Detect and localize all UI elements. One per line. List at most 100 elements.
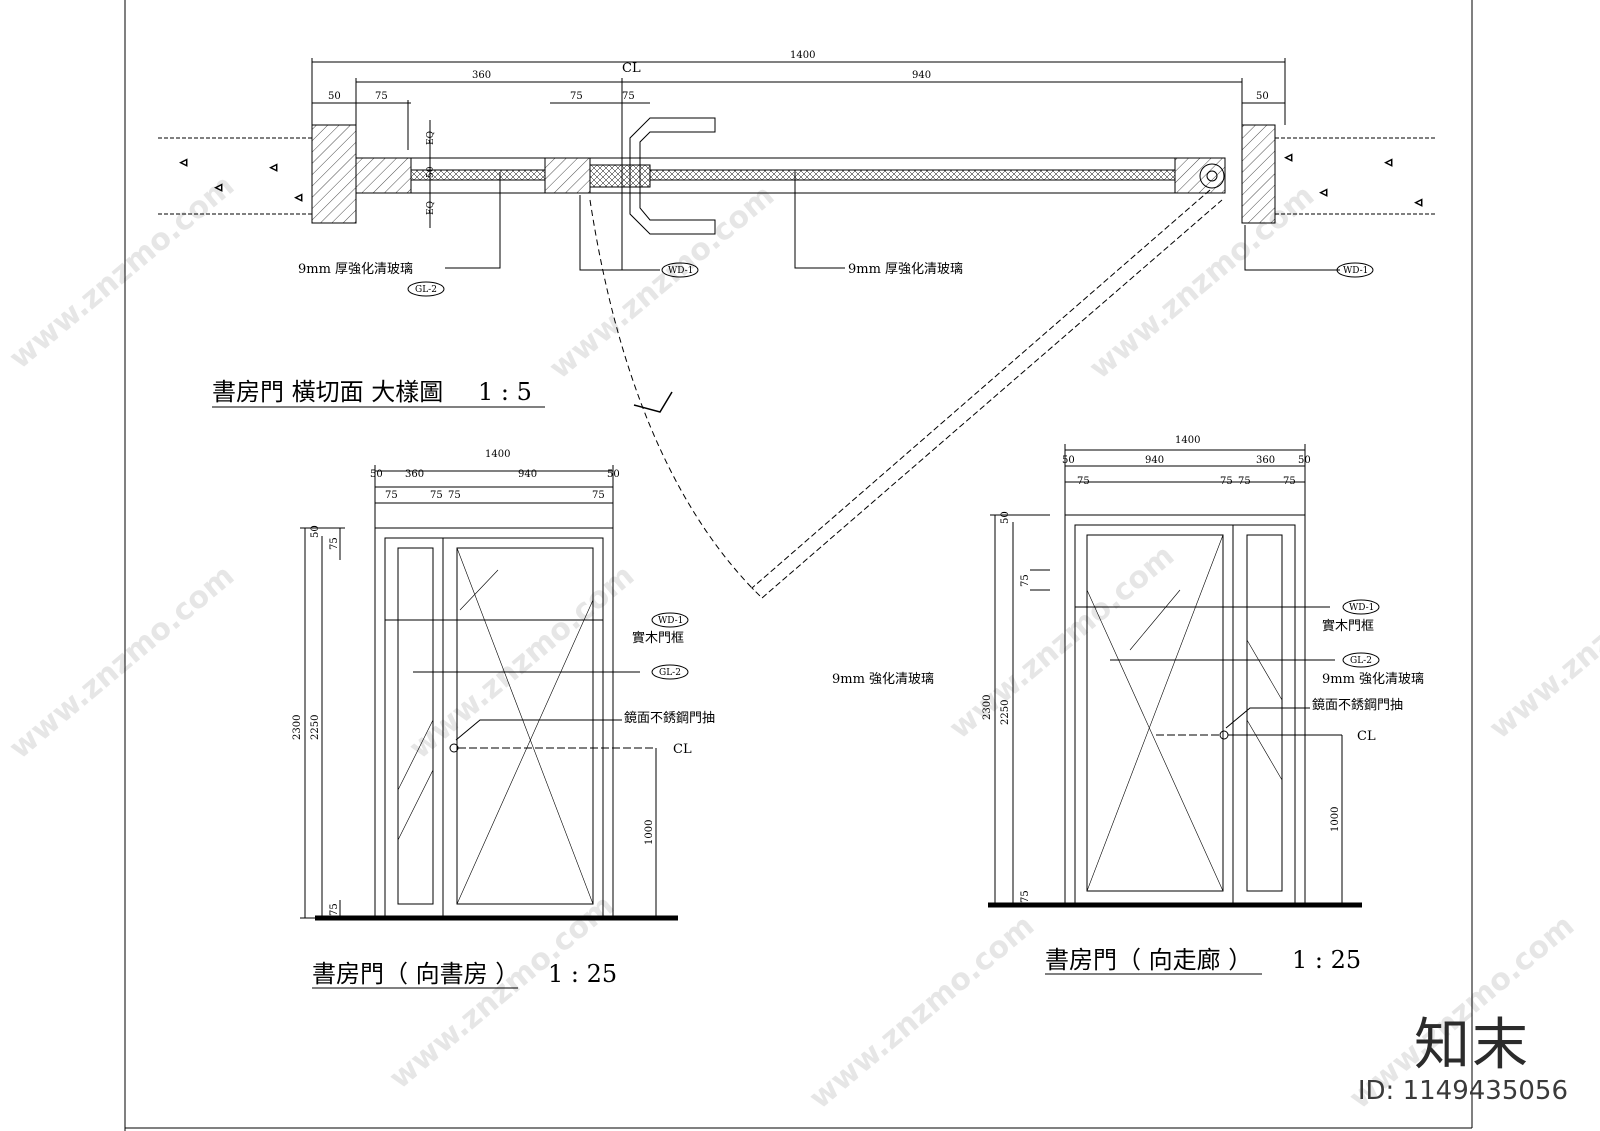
wall-right: ◁ ◁ ◁ ◁ — [1275, 137, 1435, 215]
watermark-text: www.znzmo.com — [1483, 538, 1600, 746]
watermark-text: www.znzmo.com — [403, 558, 641, 766]
side-glass-panel — [397, 547, 434, 905]
dim-360: 360 — [1256, 455, 1275, 466]
svg-text:◁: ◁ — [295, 193, 302, 203]
dim-75: 75 — [329, 537, 340, 550]
elevation-right-scale: 1 : 25 — [1292, 946, 1361, 974]
glass-spec-left: 9mm 厚強化清玻璃 — [298, 262, 413, 277]
dim-height-inner: 2250 — [1000, 700, 1011, 725]
dim-75: 75 — [448, 490, 461, 501]
dim-940: 940 — [518, 469, 537, 480]
tag-wd: WD-1 — [1343, 266, 1368, 276]
svg-text:◁: ◁ — [1285, 153, 1292, 163]
svg-text:◁: ◁ — [1320, 188, 1327, 198]
frame-jamb-right — [1241, 124, 1276, 224]
tag-wd: WD-1 — [668, 266, 693, 276]
dim-75: 75 — [1077, 476, 1090, 487]
side-rail-left — [355, 157, 412, 194]
dim-height-overall: 2300 — [292, 715, 303, 740]
door-frame-outer — [1064, 514, 1306, 906]
svg-text:◁: ◁ — [270, 163, 277, 173]
side-glass-panel — [1246, 534, 1283, 892]
elevation-right-title: 書房門（ 向走廊 ） — [1045, 946, 1252, 974]
dim-360: 360 — [405, 469, 424, 480]
dim-overall: 1400 — [485, 449, 510, 460]
svg-text:◁: ◁ — [1385, 158, 1392, 168]
elevation-right — [988, 444, 1362, 908]
elevation-left-texts: 1400 50 360 940 50 75 75 75 75 2300 2250… — [292, 449, 715, 989]
glass-fixed — [410, 169, 546, 181]
dim-50: 50 — [310, 525, 321, 538]
dim-door-width: 940 — [912, 70, 931, 81]
dim-50: 50 — [1298, 455, 1311, 466]
dim-handle-height: 1000 — [1330, 807, 1341, 832]
watermark-text: www.znzmo.com — [943, 538, 1181, 746]
dim-75: 75 — [1020, 574, 1031, 587]
door-stile — [589, 164, 651, 188]
handle-label: 鏡面不銹鋼門抽 — [624, 711, 715, 726]
glass-spec-right: 9mm 厚強化清玻璃 — [848, 262, 963, 277]
centerline-label: CL — [673, 742, 692, 757]
dim-eq: EQ — [426, 201, 436, 215]
section-texts: 1400 360 940 50 75 75 75 50 CL EQ 50 EQ … — [212, 50, 1374, 408]
tag-wd: WD-1 — [658, 616, 683, 626]
centerline-label: CL — [1357, 729, 1376, 744]
glass-label: 9mm 強化清玻璃 — [1322, 672, 1424, 687]
glass-door — [649, 169, 1176, 181]
watermark-text: www.znzmo.com — [3, 558, 241, 766]
brand-logo: 知末 — [1414, 1013, 1530, 1078]
centerline-label: CL — [622, 61, 641, 76]
tag-gl: GL-2 — [659, 668, 681, 678]
dim-50: 50 — [1062, 455, 1075, 466]
door-frame-outer — [374, 527, 614, 919]
svg-text:◁: ◁ — [1415, 198, 1422, 208]
dim-50: 50 — [1000, 511, 1011, 524]
dim-height-overall: 2300 — [982, 695, 993, 720]
dim-eq: EQ — [426, 131, 436, 145]
dim-height-inner: 2250 — [310, 715, 321, 740]
dim-75: 75 — [329, 903, 340, 916]
dim-75: 75 — [430, 490, 443, 501]
image-id: ID: 1149435056 — [1357, 1076, 1568, 1106]
hinge-pivot — [1199, 163, 1225, 189]
watermark-text: www.znzmo.com — [543, 178, 781, 386]
watermark-text: www.znzmo.com — [3, 168, 241, 376]
glass-note: 9mm 強化清玻璃 — [832, 672, 934, 687]
section-title: 書房門 橫切面 大樣圖 — [212, 378, 443, 406]
dim-overall: 1400 — [1175, 435, 1200, 446]
watermark-text: www.znzmo.com — [803, 908, 1041, 1116]
side-rail-right — [544, 157, 591, 194]
dim-small: 50 — [1256, 91, 1269, 102]
dim-50: 50 — [370, 469, 383, 480]
elevation-left-scale: 1 : 25 — [548, 960, 617, 988]
dim-50: 50 — [426, 166, 436, 178]
dim-75: 75 — [592, 490, 605, 501]
dim-small: 50 — [328, 91, 341, 102]
dim-50: 50 — [607, 469, 620, 480]
sheet-border — [124, 0, 1473, 1131]
tag-gl: GL-2 — [415, 285, 437, 295]
tag-gl: GL-2 — [1350, 656, 1372, 666]
tag-wd: WD-1 — [1349, 603, 1374, 613]
dim-940: 940 — [1145, 455, 1164, 466]
dim-75: 75 — [1283, 476, 1296, 487]
door-swing-arc — [589, 199, 753, 589]
elevation-left-title: 書房門（ 向書房 ） — [312, 960, 519, 988]
door-pull-handle — [1219, 730, 1229, 740]
door-glass-panel — [456, 547, 594, 905]
svg-text:◁: ◁ — [180, 158, 187, 168]
handle-label: 鏡面不銹鋼門抽 — [1312, 698, 1403, 713]
dim-fixed-width: 360 — [472, 70, 491, 81]
dim-handle-height: 1000 — [644, 820, 655, 845]
frame-jamb-left — [311, 124, 357, 224]
dim-75: 75 — [385, 490, 398, 501]
dim-small: 75 — [375, 91, 388, 102]
elevation-right-texts: 1400 50 940 360 50 75 75 75 75 2300 2250… — [982, 435, 1424, 975]
section-plan: ◁ ◁ ◁ ◁ ◁ ◁ ◁ ◁ — [158, 58, 1435, 599]
dim-75: 75 — [1020, 890, 1031, 903]
watermark-text: www.znzmo.com — [1083, 178, 1321, 386]
dim-75: 75 — [1220, 476, 1233, 487]
frame-label: 實木門框 — [632, 630, 684, 646]
dim-small: 75 — [570, 91, 583, 102]
